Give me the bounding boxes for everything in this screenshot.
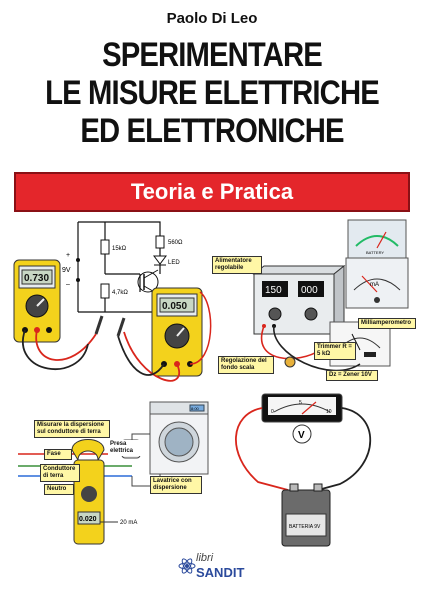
analog-meter-top: BATTERY <box>347 219 407 259</box>
voltage-label: 9V <box>62 267 71 274</box>
voltmeter-symbol <box>292 424 312 444</box>
label-outlet: Presa elettrica <box>108 440 142 456</box>
subtitle-banner: Teoria e Pratica <box>14 172 410 212</box>
publisher-atom-icon <box>178 558 196 574</box>
title-line-2: LE MISURE ELETTRICHE <box>45 74 380 112</box>
label-supply: Alimentatore regolabile <box>212 256 262 274</box>
analog-meter-label: BATTERY <box>366 250 384 255</box>
black-clip-icon <box>364 352 376 357</box>
publisher-line1: libri <box>196 552 214 564</box>
publisher-line2: SANDIT <box>196 565 245 580</box>
r2-label: 560Ω <box>168 240 183 246</box>
r1-label: 15kΩ <box>112 246 127 252</box>
label-phase: Fase <box>44 449 72 460</box>
scale-tick-0: 0 <box>271 409 274 415</box>
label-measure: Misurare la dispersione sul conduttore d… <box>34 420 110 438</box>
psu-amp-display: 000 <box>301 285 318 296</box>
meter2-display: 0.050 <box>162 301 187 312</box>
transistor-circuit: + – 9V 15kΩ 4,7kΩ 560Ω LED <box>62 221 183 313</box>
multimeter-left: 0.730 <box>13 259 61 343</box>
clamp-meter: 0.020 <box>71 439 105 545</box>
voltmeter-letter: V <box>298 430 305 441</box>
resistor-560 <box>155 235 165 249</box>
title-line-1: SPERIMENTARE <box>102 36 323 74</box>
clamp-display: 0.020 <box>79 516 97 523</box>
transistor-icon <box>137 271 159 293</box>
label-washer: Lavatrice con dispersione <box>150 476 202 494</box>
multimeter-right: 0.050 <box>151 287 203 377</box>
battery-plus: + <box>66 252 70 259</box>
scale-tick-10: 10 <box>326 409 332 415</box>
battery-minus: – <box>66 281 70 288</box>
author-name: Paolo Di Leo <box>166 10 258 27</box>
battery-9v: BATTERIA 9V <box>281 483 331 547</box>
battery-text: BATTERIA 9V <box>289 524 321 530</box>
label-regulation: Regolazione del fondo scala <box>218 356 274 374</box>
led-label: LED <box>168 260 180 266</box>
label-neutral: Neutro <box>44 484 74 495</box>
ma-label: mA <box>370 282 379 288</box>
led-icon <box>153 255 167 265</box>
analog-milliammeter: mA <box>345 257 409 309</box>
book-title: SPERIMENTARE LE MISURE ELETTRICHE ED ELE… <box>30 36 395 150</box>
meter1-display: 0.730 <box>24 273 49 284</box>
label-trimmer: Trimmer R = 5 kΩ <box>314 342 356 360</box>
trimmer-icon <box>284 356 296 368</box>
label-milliamp: Milliamperometro <box>358 318 416 329</box>
label-ground: Conduttore di terra <box>40 464 80 482</box>
power-supply: 150 000 <box>252 264 346 336</box>
resistor-4k7 <box>100 283 110 299</box>
r3-label: 4,7kΩ <box>112 290 128 296</box>
scale-tick-5: 5 <box>299 400 302 406</box>
analog-voltmeter: 0 5 10 <box>261 393 343 423</box>
label-diode: Dz = Zener 10V <box>326 370 378 381</box>
washer-display: 8:00 <box>191 406 200 411</box>
title-line-3: ED ELETTRONICHE <box>80 112 344 150</box>
current-reading: 20 mA <box>120 520 137 526</box>
psu-volt-display: 150 <box>265 285 282 296</box>
washing-machine: 8:00 <box>149 401 209 475</box>
resistor-15k <box>100 239 110 255</box>
